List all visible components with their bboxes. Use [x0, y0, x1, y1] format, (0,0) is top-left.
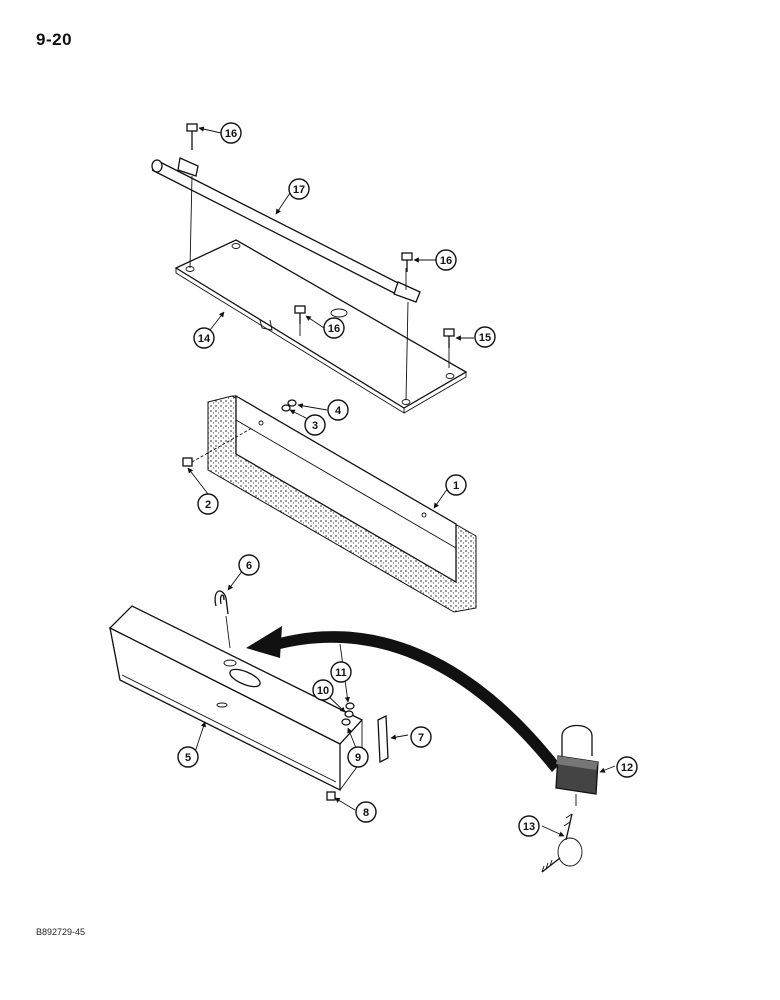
callout-12-label: 12 — [621, 762, 633, 774]
callout-9-label: 9 — [355, 752, 361, 764]
callout-14-label: 14 — [198, 333, 211, 345]
washer-9 — [341, 718, 351, 726]
callout-11: 11 — [330, 661, 352, 683]
callout-12: 12 — [616, 756, 638, 778]
bolt-15 — [443, 328, 455, 348]
screw-2 — [182, 427, 253, 467]
bolt-16-a — [186, 123, 198, 150]
callout-13: 13 — [518, 815, 540, 837]
figure-code: B892729-45 — [36, 927, 86, 937]
keys-13 — [541, 813, 583, 873]
screw-8 — [326, 791, 336, 801]
callout-15-label: 15 — [479, 332, 491, 344]
washer-3 — [281, 404, 291, 412]
nut-4 — [287, 399, 297, 407]
callout-4: 4 — [327, 399, 349, 421]
callout-17: 17 — [288, 178, 310, 200]
callout-7: 7 — [410, 726, 432, 748]
callout-6-label: 6 — [246, 560, 252, 572]
callout-8: 8 — [355, 801, 377, 823]
callout-6: 6 — [238, 554, 260, 576]
washer-10 — [344, 710, 354, 718]
callout-2-label: 2 — [205, 499, 211, 511]
callout-14: 14 — [193, 327, 215, 349]
top-plate-part — [174, 175, 468, 414]
callout-17-label: 17 — [293, 184, 305, 196]
callout-1-label: 1 — [453, 480, 459, 492]
callout-2: 2 — [197, 493, 219, 515]
nut-11 — [345, 702, 355, 710]
assembly-arrow — [246, 626, 560, 772]
callout-13-label: 13 — [523, 821, 535, 833]
tray-part — [108, 605, 364, 792]
callout-1: 1 — [445, 474, 467, 496]
callout-16-top: 16 — [220, 122, 242, 144]
callout-9: 9 — [347, 746, 369, 768]
callout-16-top-label: 16 — [225, 128, 237, 140]
callout-3-label: 3 — [312, 420, 318, 432]
callout-7-label: 7 — [418, 732, 424, 744]
callout-16-middle-label: 16 — [328, 323, 340, 335]
callout-5: 5 — [177, 746, 199, 768]
callout-3: 3 — [304, 414, 326, 436]
padlock-12 — [555, 724, 599, 806]
callout-4-label: 4 — [335, 405, 342, 417]
callout-10: 10 — [312, 679, 334, 701]
bolt-16-b — [401, 252, 413, 272]
callout-16-middle: 16 — [323, 317, 345, 339]
callout-16-right-label: 16 — [440, 255, 452, 267]
bar-7 — [377, 714, 389, 764]
callout-5-label: 5 — [185, 752, 191, 764]
handle-bar-part — [151, 157, 421, 303]
bolt-16-c — [294, 305, 306, 324]
page-number: 9-20 — [36, 30, 73, 49]
callout-8-label: 8 — [363, 807, 369, 819]
callout-11-label: 11 — [335, 667, 347, 679]
callout-10-label: 10 — [317, 685, 329, 697]
seal-assembly-part — [207, 394, 477, 613]
callout-15: 15 — [474, 326, 496, 348]
hair-pin-6 — [214, 590, 231, 649]
callout-16-right: 16 — [435, 249, 457, 271]
